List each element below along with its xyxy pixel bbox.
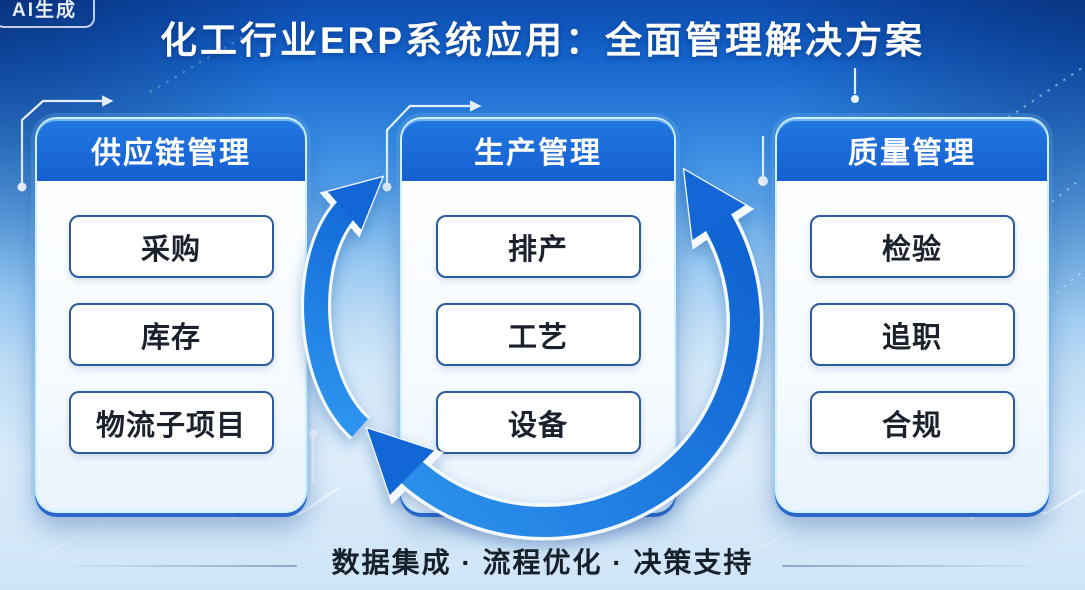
watermark-badge: AI生成 (0, 0, 96, 28)
item-process: 工艺 (435, 303, 641, 366)
card-production: 生产管理 排产 工艺 设备 (400, 117, 676, 513)
item-logistics-subproject: 物流子项目 (68, 391, 274, 454)
footer-caption: 数据集成 · 流程优化 · 决策支持 (331, 547, 754, 578)
card-quality: 质量管理 检验 追职 合规 (775, 117, 1049, 513)
item-procurement: 采购 (68, 215, 274, 278)
card-items-supply-chain: 采购 库存 物流子项目 (37, 181, 305, 511)
card-header-quality: 质量管理 (777, 119, 1047, 181)
card-header-supply-chain: 供应链管理 (37, 119, 305, 181)
item-inspection: 检验 (809, 215, 1015, 278)
circuit-dot (382, 182, 392, 192)
item-inventory: 库存 (68, 303, 274, 366)
item-compliance: 合规 (809, 391, 1015, 454)
cycle-arrow-left-icon (304, 177, 383, 437)
cycle-arrow-left-casing (301, 175, 385, 440)
item-equipment: 设备 (435, 391, 641, 454)
circuit-dot (758, 176, 768, 186)
item-traceability: 追职 (809, 303, 1015, 366)
item-scheduling: 排产 (435, 215, 641, 278)
watermark-label: AI生成 (12, 0, 78, 21)
card-header-production: 生产管理 (402, 119, 674, 181)
circuit-dot (17, 182, 27, 192)
circuit-dot (851, 95, 859, 103)
card-items-production: 排产 工艺 设备 (402, 181, 674, 511)
footer-line-left (62, 565, 297, 567)
circuit-dot (308, 429, 318, 439)
card-items-quality: 检验 追职 合规 (777, 181, 1047, 511)
card-supply-chain: 供应链管理 采购 库存 物流子项目 (35, 117, 307, 513)
page-title: 化工行业ERP系统应用：全面管理解决方案 (159, 20, 926, 61)
footer-line-right (782, 565, 1050, 567)
